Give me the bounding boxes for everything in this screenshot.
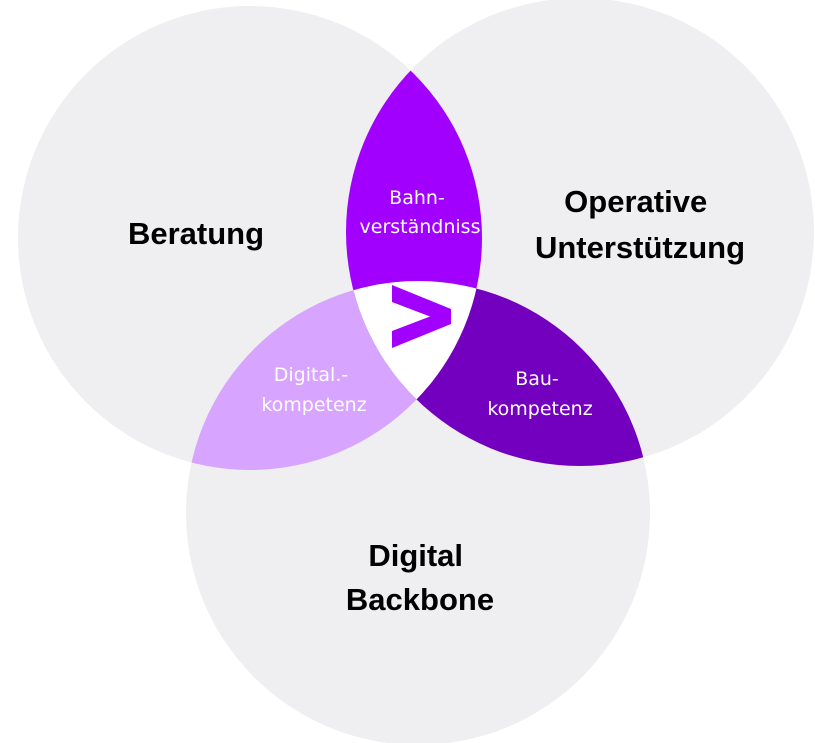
circle-label-operative-unterstuetzung: Operative Unterstützung [535, 184, 745, 265]
lens-digitalkompetenz [186, 281, 482, 470]
lens-baukompetenz [346, 281, 650, 466]
lens-label-digitalkompetenz: Digital.- kompetenz [261, 364, 366, 416]
lens-label-baukompetenz: Bau- kompetenz [487, 368, 592, 420]
greater-than-chevron-logo-icon [392, 285, 451, 348]
circle-label-beratung: Beratung [128, 216, 264, 251]
circle-label-digital-backbone: Digital Backbone [346, 538, 494, 617]
lens-label-bahnverstaendnis: Bahn- verständniss [360, 187, 481, 238]
